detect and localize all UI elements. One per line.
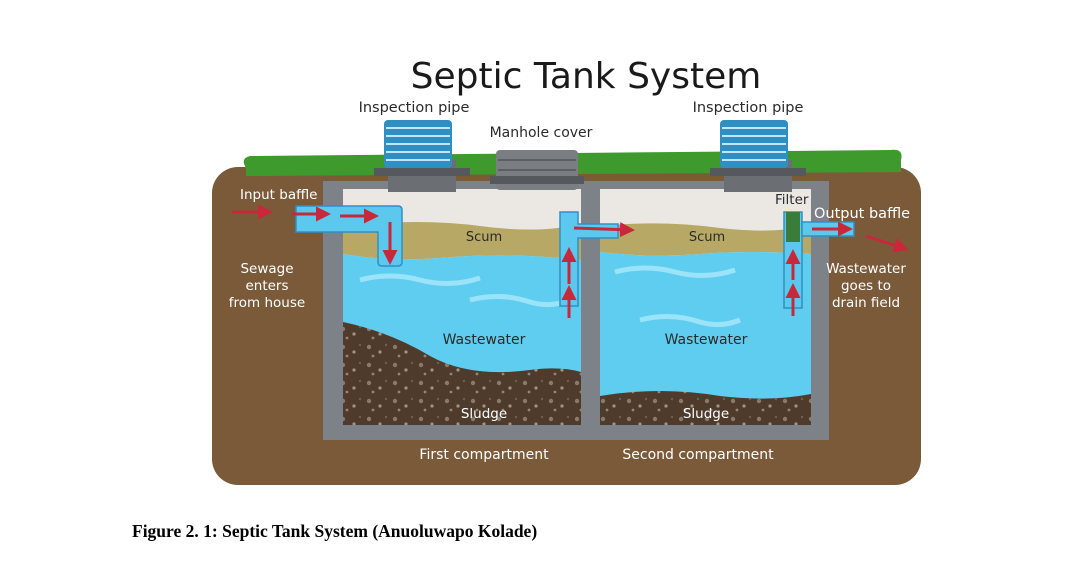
label-sludge-2: Sludge (683, 406, 729, 422)
flow-arrow-out-2 (865, 234, 909, 253)
compartment-divider (581, 181, 600, 425)
label-sludge-1: Sludge (461, 406, 507, 422)
sewage-line-2: enters (245, 278, 288, 294)
sewage-line-3: from house (229, 295, 305, 311)
flow-arrows (232, 204, 909, 318)
figure-caption: Figure 2. 1: Septic Tank System (Anuoluw… (132, 521, 538, 541)
label-scum-2: Scum (689, 230, 725, 245)
label-wastewater-2: Wastewater (665, 332, 748, 348)
label-drain-field: Wastewater goes to drain field (826, 261, 906, 311)
drain-line-2: goes to (841, 278, 891, 294)
label-wastewater-1: Wastewater (443, 332, 526, 348)
filter-element (786, 212, 800, 242)
drain-line-1: Wastewater (826, 261, 906, 277)
manhole-cover (490, 150, 584, 190)
label-input-baffle: Input baffle (240, 187, 317, 203)
diagram-title: Septic Tank System (411, 56, 762, 97)
inspection-pipe-left (374, 120, 470, 192)
flow-arrow-transfer (573, 222, 635, 238)
label-output-baffle: Output baffle (814, 206, 910, 222)
sewage-line-1: Sewage (240, 261, 293, 277)
label-filter: Filter (775, 192, 809, 208)
label-inspection-pipe-left: Inspection pipe (359, 100, 470, 116)
label-manhole-cover: Manhole cover (490, 125, 593, 141)
label-first-compartment: First compartment (419, 447, 549, 463)
second-compartment (600, 189, 811, 425)
label-sewage-enters: Sewage enters from house (229, 261, 305, 311)
label-second-compartment: Second compartment (622, 447, 774, 463)
inspection-pipe-right (710, 120, 806, 192)
label-inspection-pipe-right: Inspection pipe (693, 100, 804, 116)
label-scum-1: Scum (466, 230, 502, 245)
transfer-pipe (559, 211, 619, 307)
drain-line-3: drain field (832, 295, 900, 311)
